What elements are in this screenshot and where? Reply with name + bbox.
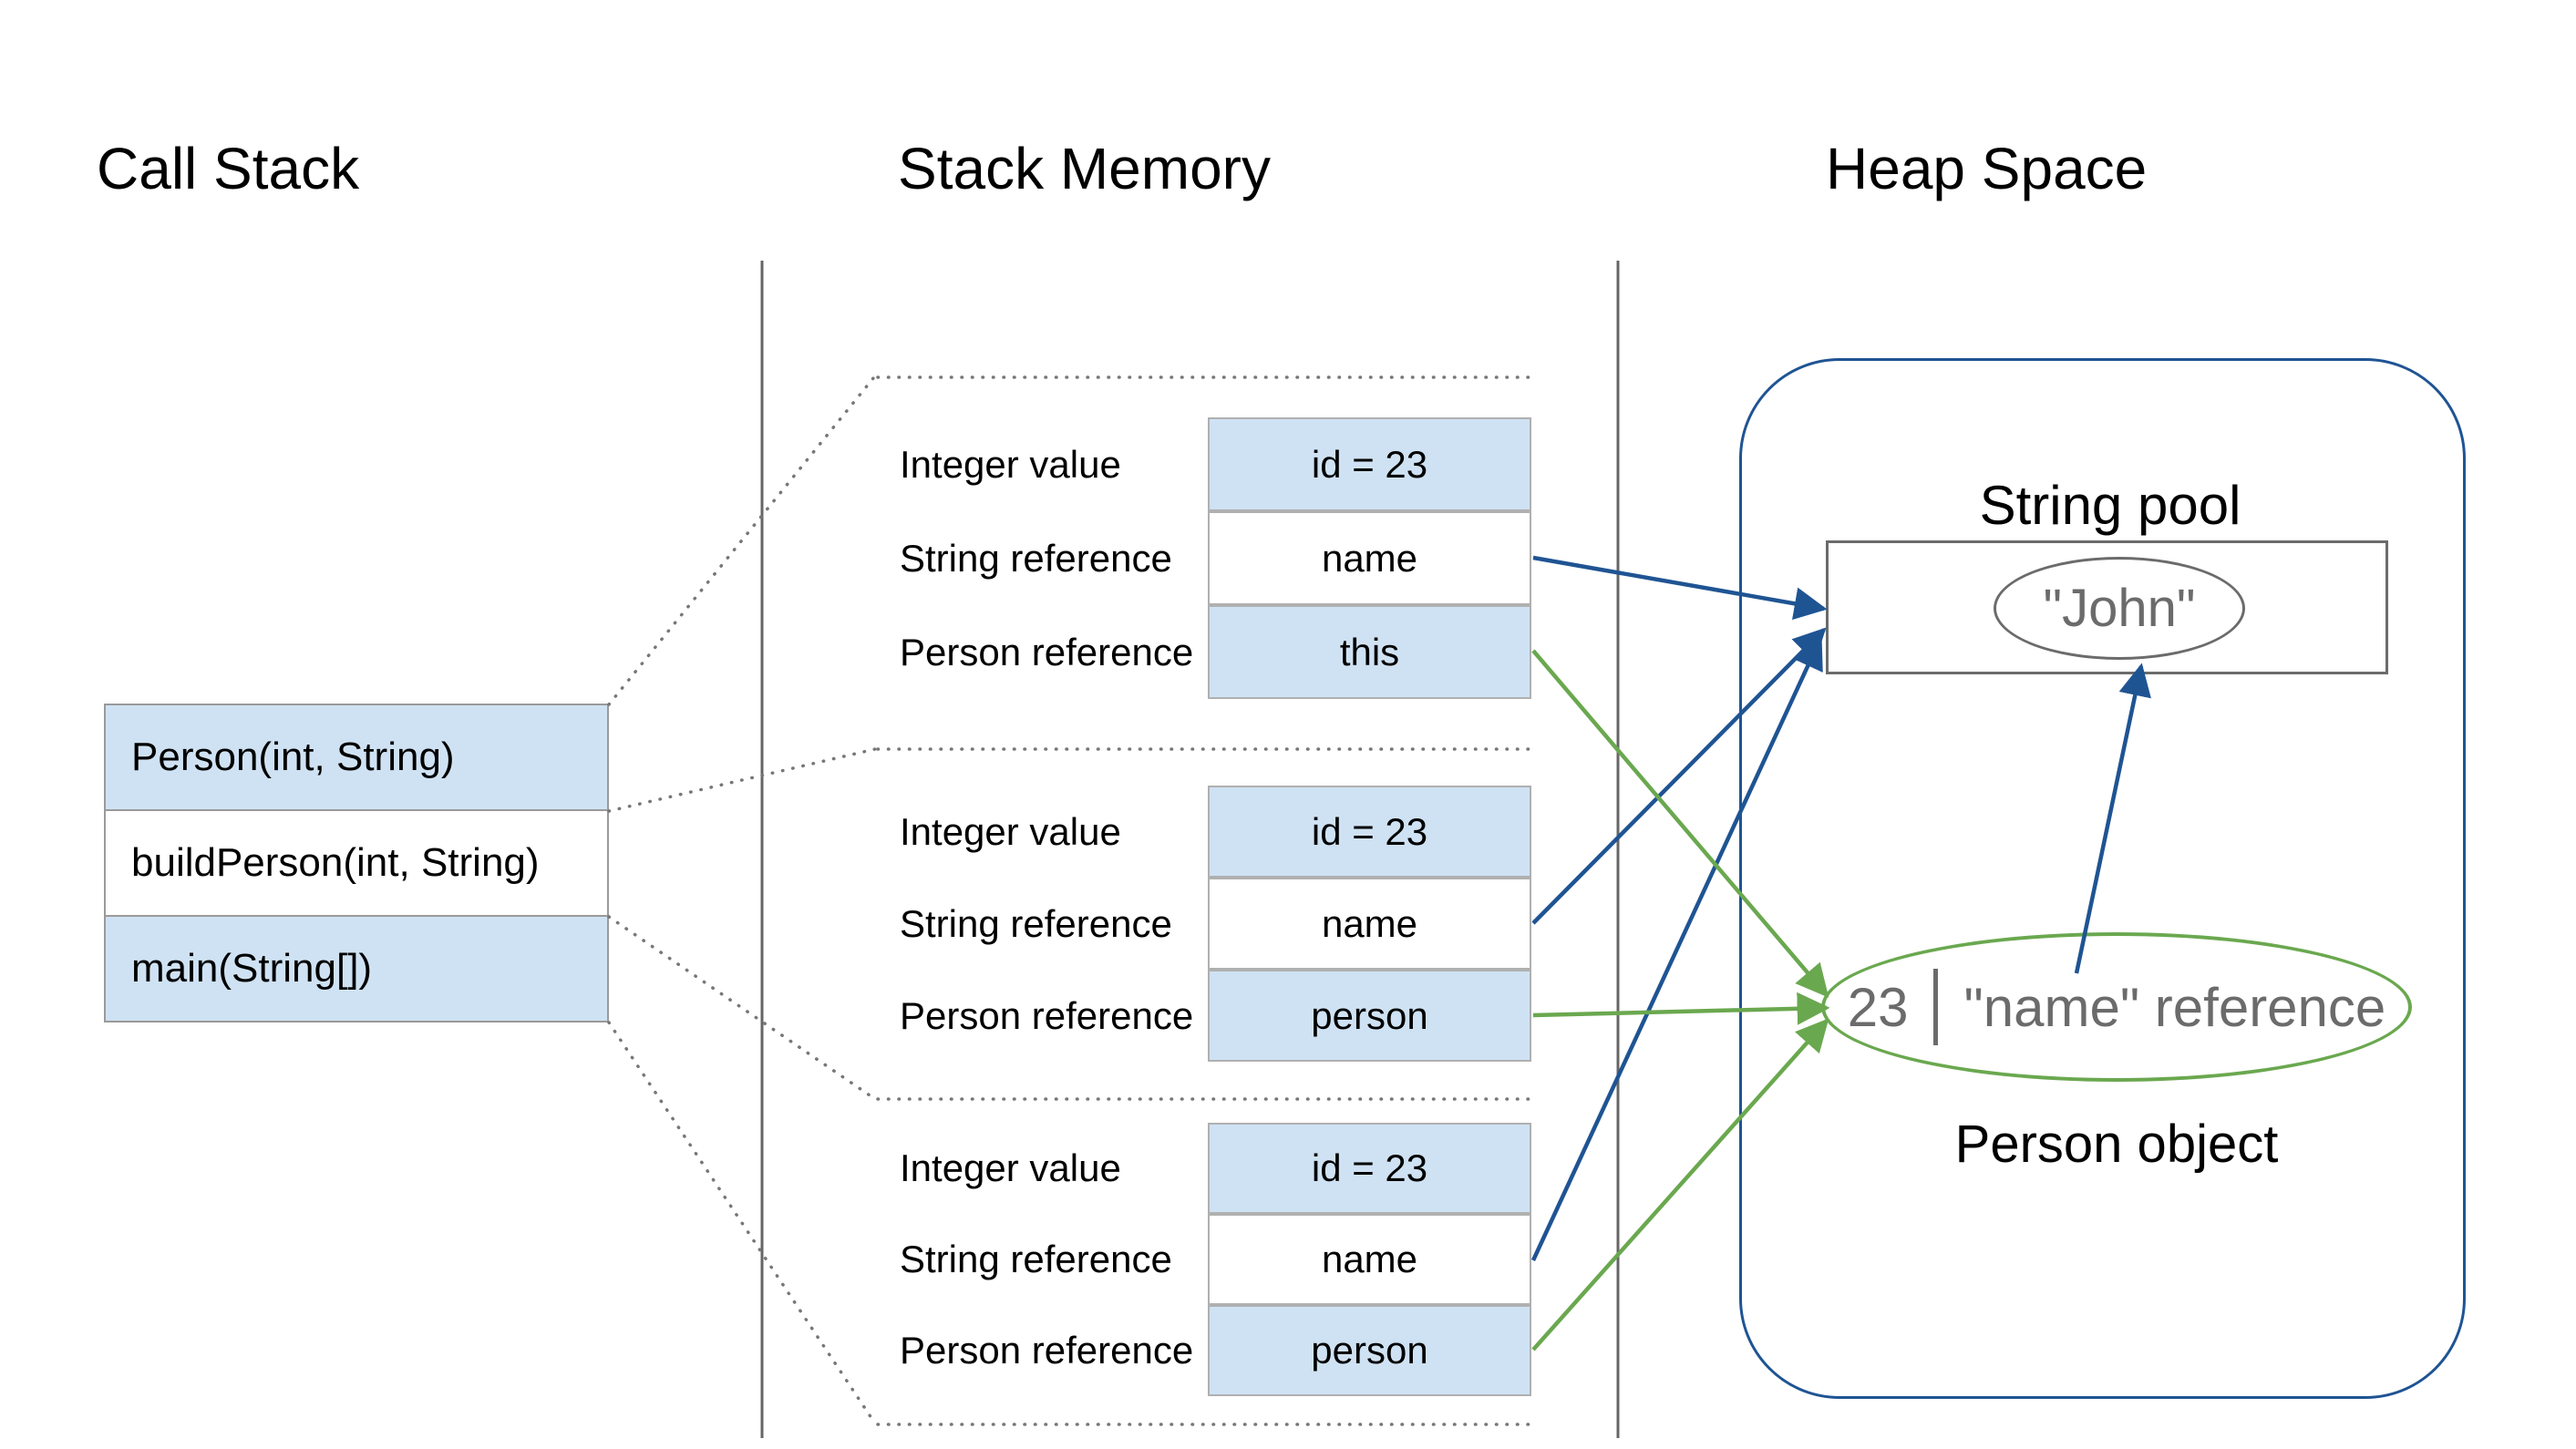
call-stack-box: Person(int, String) buildPerson(int, Str… — [104, 704, 609, 1023]
row-label: String reference — [900, 536, 1172, 580]
field-divider — [1933, 969, 1939, 1045]
frame-row-integer: Integer value id = 23 — [900, 786, 1531, 878]
row-label: Integer value — [900, 1146, 1121, 1189]
frame-row-string-ref: String reference name — [900, 1214, 1531, 1305]
memory-cell-name: name — [1208, 511, 1531, 605]
row-label: Integer value — [900, 809, 1121, 853]
memory-cell-id: id = 23 — [1208, 786, 1531, 878]
frame-row-string-ref: String reference name — [900, 511, 1531, 605]
memory-cell-name: name — [1208, 1214, 1531, 1305]
frame-row-person-ref: Person reference this — [900, 605, 1531, 699]
person-object-ellipse: 23 "name" reference — [1821, 932, 2412, 1082]
row-label: Person reference — [900, 1329, 1194, 1372]
memory-cell-id: id = 23 — [1208, 1123, 1531, 1214]
call-stack-frame-main: main(String[]) — [106, 917, 607, 1021]
stack-frame-buildperson: Integer value id = 23 String reference n… — [900, 786, 1531, 1062]
memory-cell-id: id = 23 — [1208, 417, 1531, 511]
memory-cell-person: person — [1208, 1305, 1531, 1396]
row-label: String reference — [900, 901, 1172, 945]
person-name-reference: "name" reference — [1963, 976, 2386, 1038]
string-pool-label: String pool — [1979, 475, 2241, 536]
call-stack-frame-buildperson: buildPerson(int, String) — [106, 811, 607, 917]
frame-row-integer: Integer value id = 23 — [900, 417, 1531, 511]
row-label: Person reference — [900, 630, 1194, 673]
row-label: Integer value — [900, 442, 1121, 486]
call-stack-frame-label: Person(int, String) — [131, 735, 455, 779]
memory-cell-person: person — [1208, 970, 1531, 1062]
call-stack-frame-label: main(String[]) — [131, 946, 373, 991]
person-object-label: Person object — [1954, 1115, 2279, 1174]
person-id-value: 23 — [1847, 976, 1909, 1038]
memory-cell-name: name — [1208, 878, 1531, 970]
row-label: String reference — [900, 1238, 1172, 1280]
frame-row-string-ref: String reference name — [900, 878, 1531, 970]
frame-row-person-ref: Person reference person — [900, 970, 1531, 1062]
memory-cell-this: this — [1208, 605, 1531, 699]
frame-row-integer: Integer value id = 23 — [900, 1123, 1531, 1214]
heap-space-title: Heap Space — [1826, 136, 2148, 201]
stack-frame-person-constructor: Integer value id = 23 String reference n… — [900, 417, 1531, 699]
stack-memory-title: Stack Memory — [898, 136, 1271, 201]
string-object-john: "John" — [1994, 557, 2245, 660]
call-stack-frame-person-constructor: Person(int, String) — [106, 705, 607, 811]
stack-frame-main: Integer value id = 23 String reference n… — [900, 1123, 1531, 1396]
row-label: Person reference — [900, 993, 1194, 1037]
call-stack-title: Call Stack — [97, 136, 360, 201]
call-stack-frame-label: buildPerson(int, String) — [131, 840, 540, 885]
frame-row-person-ref: Person reference person — [900, 1305, 1531, 1396]
